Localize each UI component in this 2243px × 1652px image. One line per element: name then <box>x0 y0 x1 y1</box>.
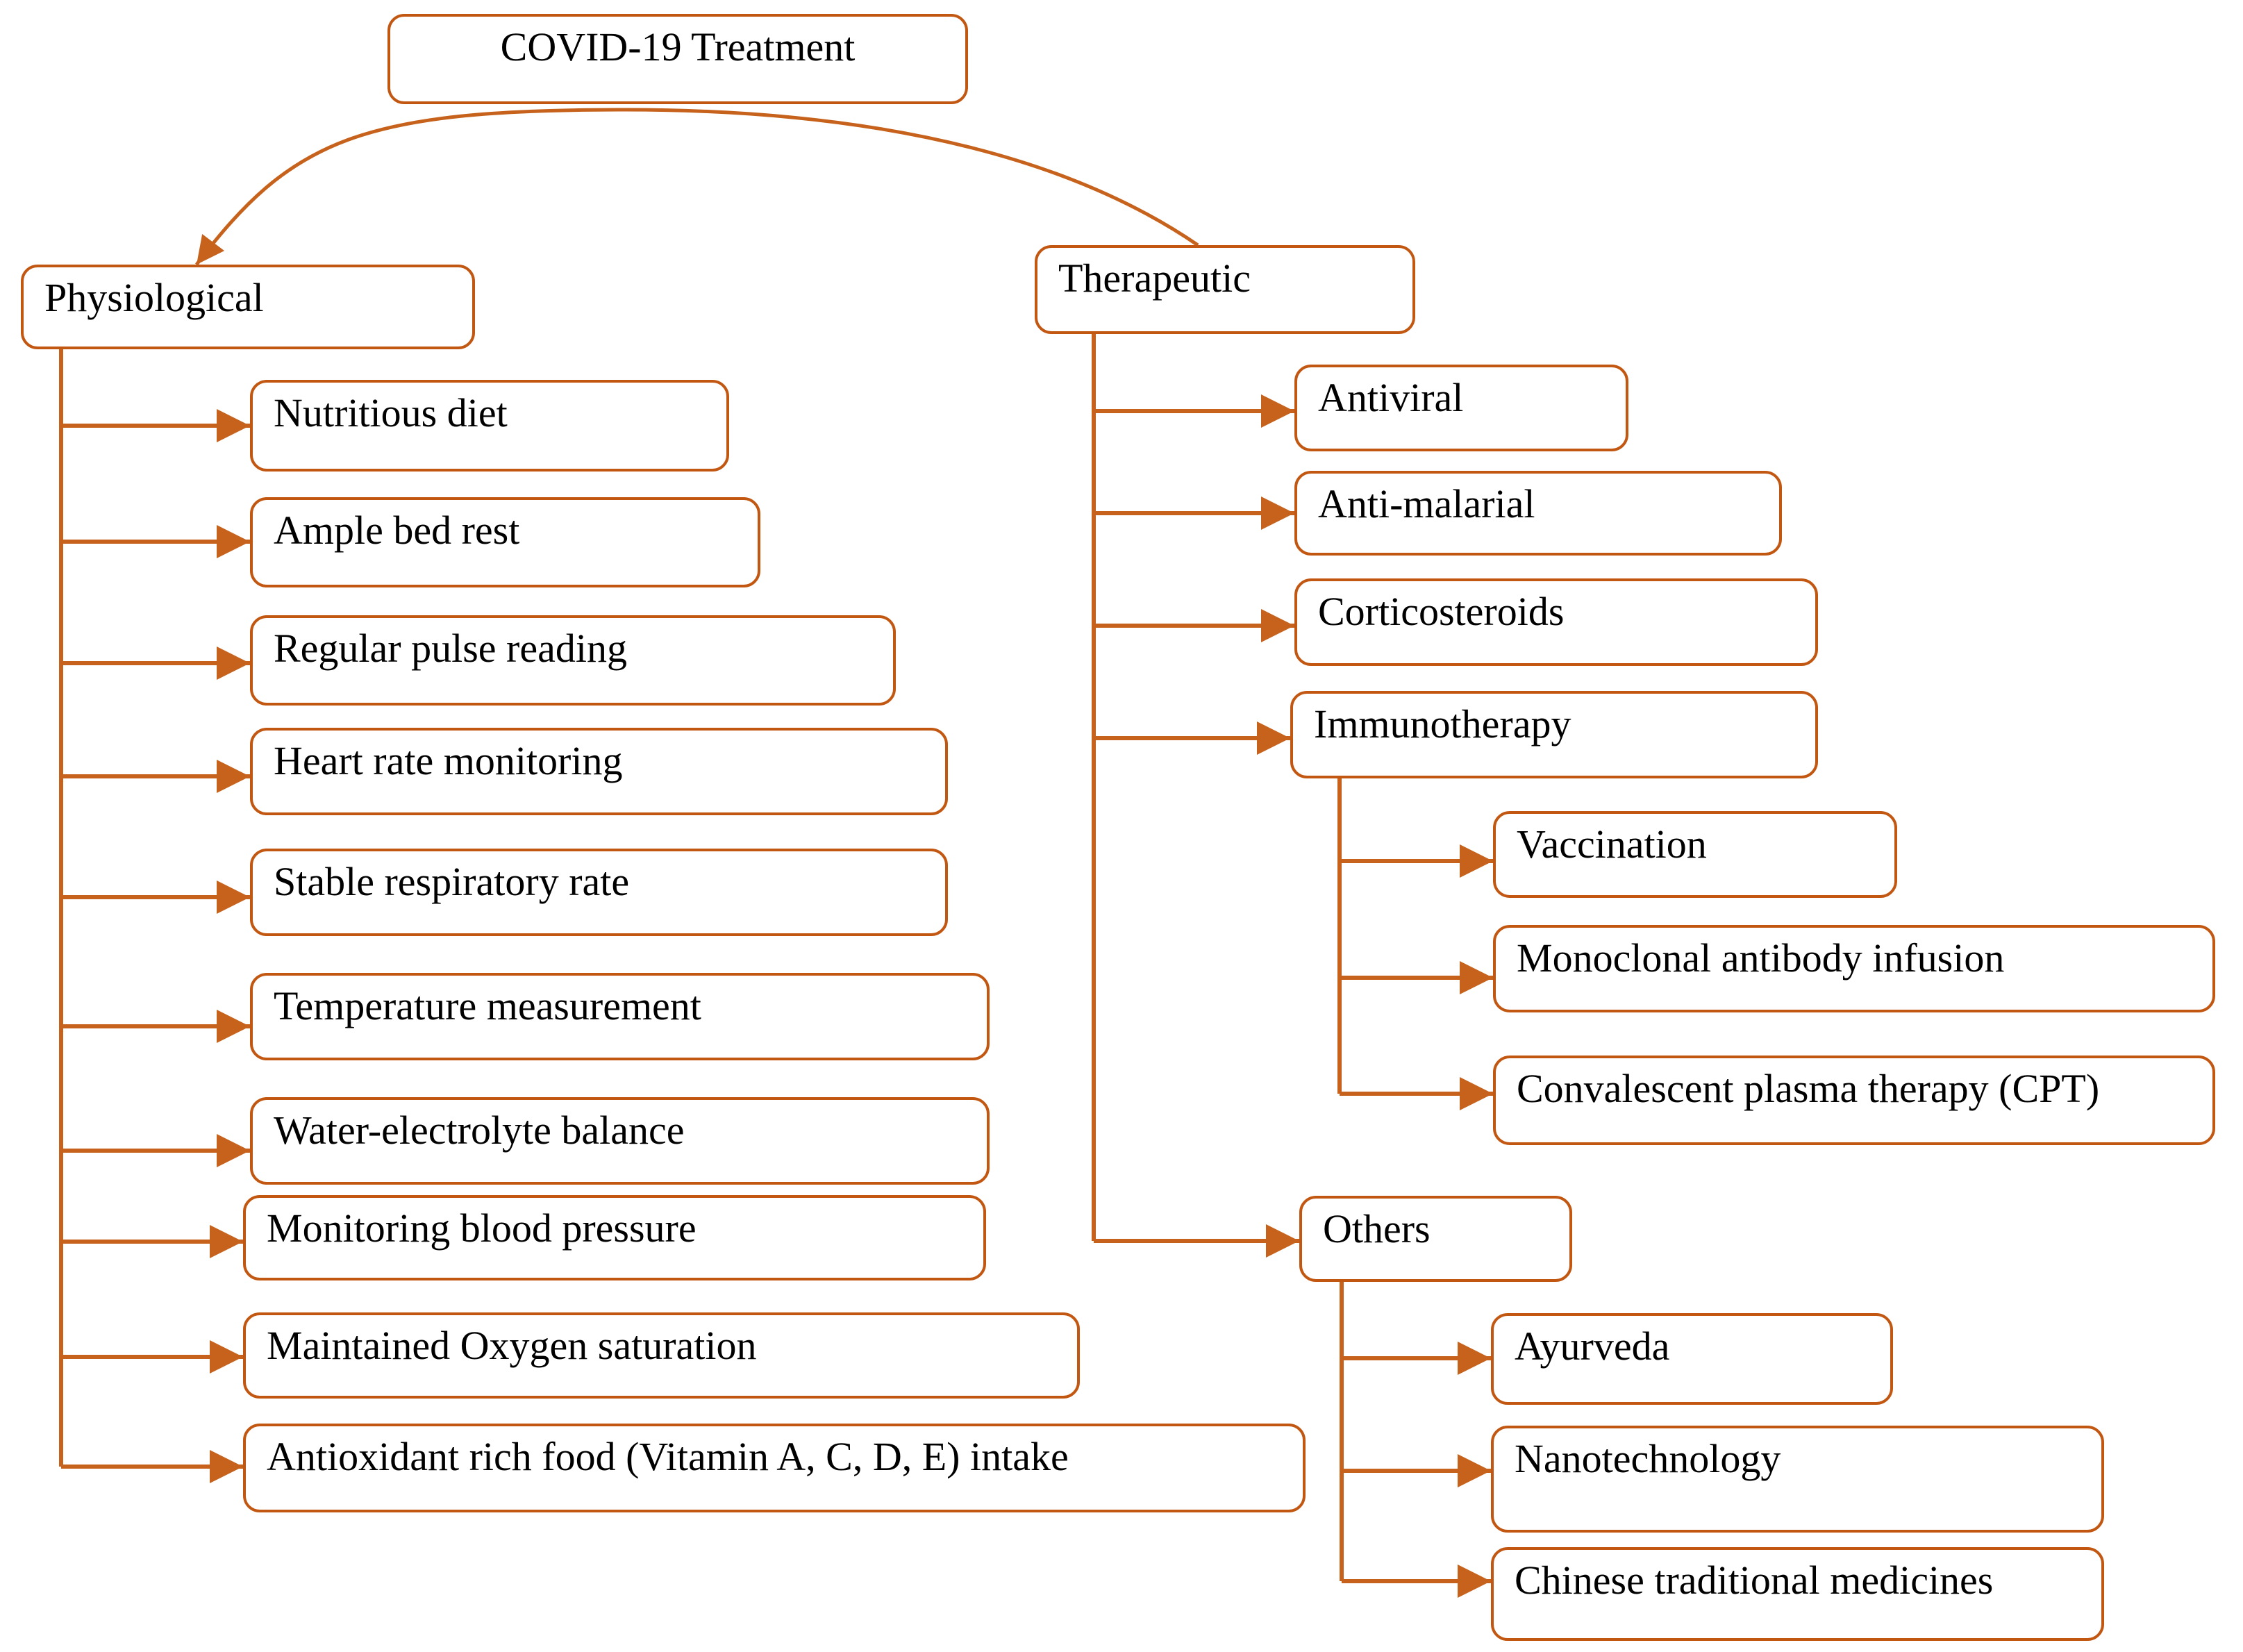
node-others: Others <box>1299 1196 1572 1282</box>
node-vaccination: Vaccination <box>1493 811 1897 898</box>
node-covid-19-treatment: COVID-19 Treatment <box>387 14 968 104</box>
node-ayurveda: Ayurveda <box>1491 1313 1893 1405</box>
node-antiviral: Antiviral <box>1294 365 1628 451</box>
node-corticosteroids: Corticosteroids <box>1294 578 1818 666</box>
others-connectors <box>1340 1282 1491 1598</box>
node-regular-pulse-reading: Regular pulse reading <box>250 615 896 706</box>
node-monitoring-blood-pressure: Monitoring blood pressure <box>243 1195 986 1280</box>
node-convalescent-plasma-therapy: Convalescent plasma therapy (CPT) <box>1493 1056 2215 1145</box>
node-ample-bed-rest: Ample bed rest <box>250 497 760 587</box>
node-antioxidant-rich-food: Antioxidant rich food (Vitamin A, C, D, … <box>243 1424 1306 1512</box>
node-water-electrolyte-balance: Water-electrolyte balance <box>250 1097 990 1185</box>
node-physiological: Physiological <box>21 265 475 349</box>
root-branch-arc <box>195 108 1199 266</box>
node-heart-rate-monitoring: Heart rate monitoring <box>250 728 948 815</box>
node-immunotherapy: Immunotherapy <box>1290 691 1818 778</box>
physiological-connectors <box>59 349 250 1483</box>
node-anti-malarial: Anti-malarial <box>1294 471 1782 556</box>
node-monoclonal-antibody-infusion: Monoclonal antibody infusion <box>1493 925 2215 1012</box>
node-maintained-oxygen-saturation: Maintained Oxygen saturation <box>243 1312 1080 1399</box>
immunotherapy-connectors <box>1337 778 1493 1110</box>
node-therapeutic: Therapeutic <box>1035 245 1415 334</box>
node-nutritious-diet: Nutritious diet <box>250 380 729 472</box>
node-temperature-measurement: Temperature measurement <box>250 973 990 1060</box>
therapeutic-connectors <box>1092 334 1299 1258</box>
node-chinese-traditional-medicines: Chinese traditional medicines <box>1491 1547 2104 1641</box>
node-stable-respiratory-rate: Stable respiratory rate <box>250 849 948 936</box>
node-nanotechnology: Nanotechnology <box>1491 1426 2104 1533</box>
